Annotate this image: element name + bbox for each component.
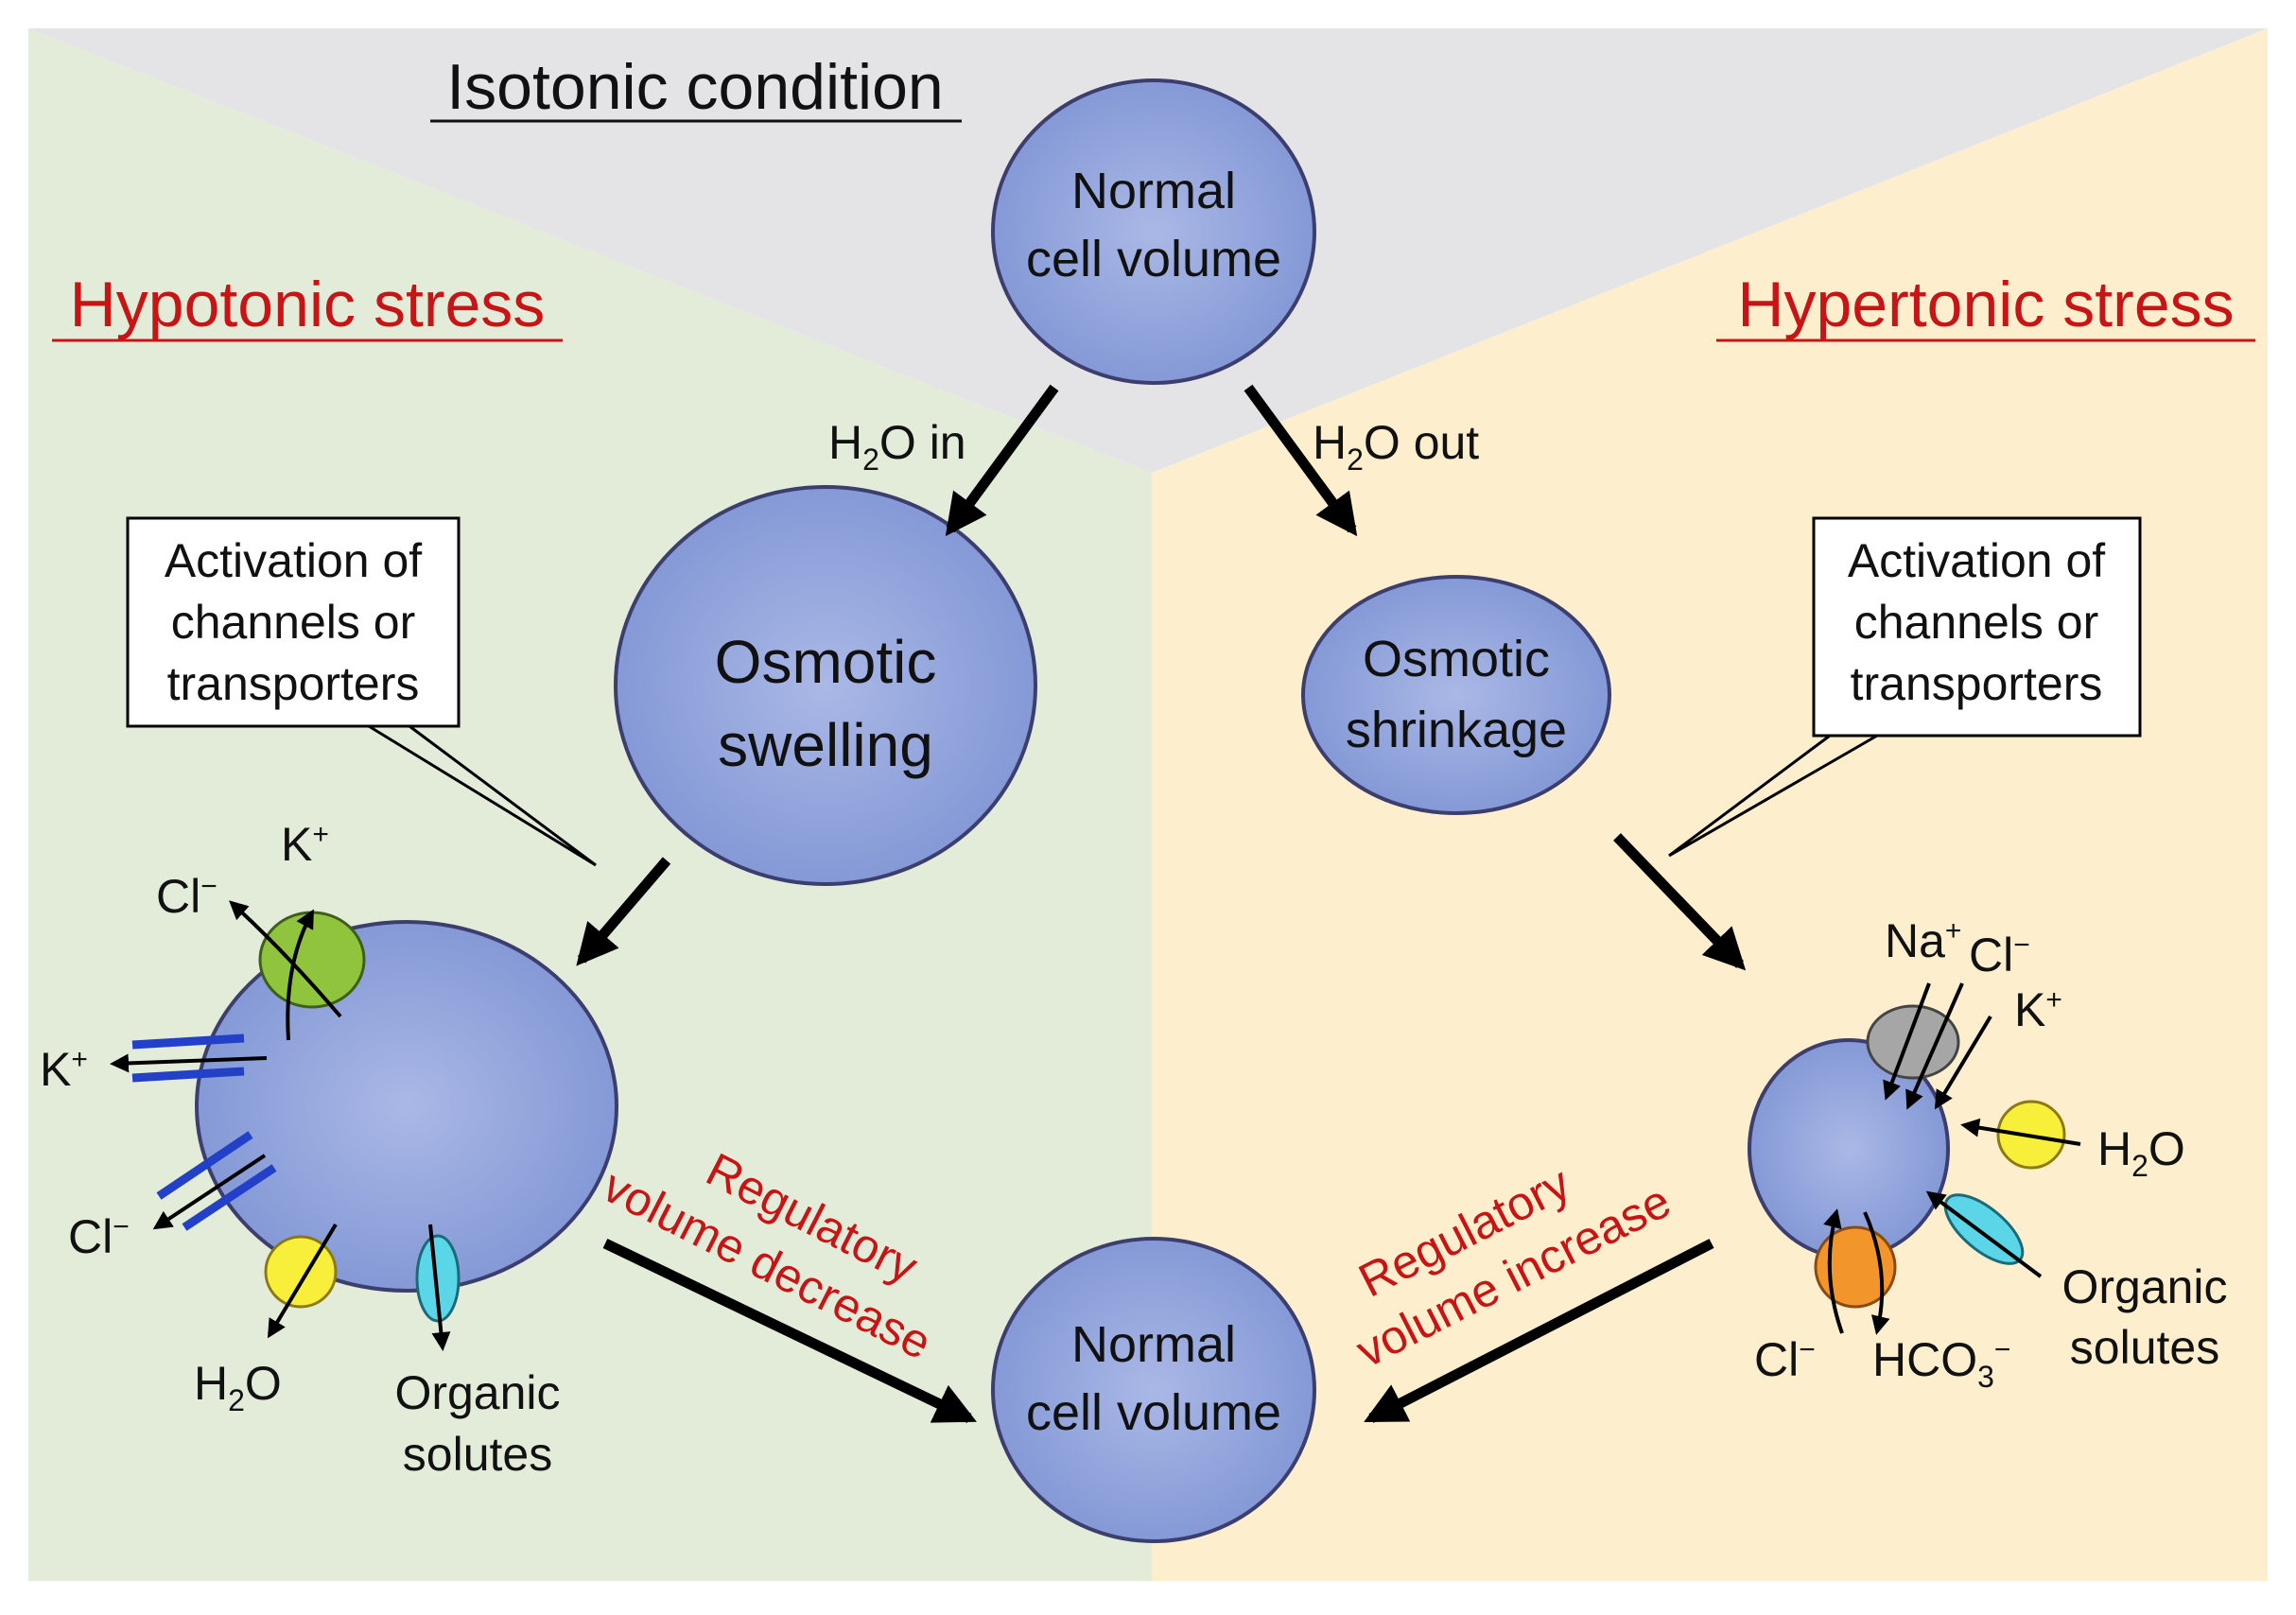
anion-exchanger bbox=[1814, 1208, 1897, 1335]
arrow-regulatory-increase bbox=[1364, 1239, 1714, 1423]
osmotic-swelling-line1: Osmotic bbox=[715, 628, 937, 696]
k-channel bbox=[110, 1033, 268, 1083]
kcl-cl-label: Cl− bbox=[156, 870, 217, 923]
kcl-k-label: K+ bbox=[281, 818, 329, 871]
water-out-label: H2O out bbox=[1313, 416, 1479, 477]
water-in-label: H2O in bbox=[828, 416, 966, 477]
normal-cell-bottom-line1: Normal bbox=[1071, 1316, 1236, 1373]
aquaporin-hypertonic bbox=[1960, 1100, 2081, 1170]
normal-cell-top-line1: Normal bbox=[1071, 163, 1236, 219]
hypotonic-water-label: H2O bbox=[194, 1357, 282, 1417]
nkcc-k-label: K+ bbox=[2014, 983, 2062, 1036]
hypertonic-title: Hypertonic stress bbox=[1737, 269, 2234, 340]
arrow-water-out bbox=[1244, 384, 1358, 537]
hypotonic-organic-line1: Organic bbox=[394, 1366, 560, 1419]
osmotic-shrinkage-line2: shrinkage bbox=[1346, 702, 1567, 758]
aquaporin-hypotonic bbox=[264, 1223, 338, 1339]
k-efflux-label: K+ bbox=[40, 1043, 88, 1096]
callout-left-line3: transporters bbox=[167, 657, 420, 710]
arrow-swelling-to-response bbox=[576, 857, 671, 966]
normal-cell-bottom: Normal cell volume bbox=[991, 1237, 1316, 1543]
nkcc-cotransporter bbox=[1866, 982, 1992, 1110]
callout-right: Activation of channels or transporters bbox=[1668, 516, 2142, 858]
osmotic-swelling-cell: Osmotic swelling bbox=[614, 485, 1037, 886]
cl-efflux-label: Cl− bbox=[68, 1210, 130, 1263]
cl-channel bbox=[152, 1131, 277, 1231]
callout-left-line1: Activation of bbox=[165, 534, 422, 587]
nkcc-cl-label: Cl− bbox=[1969, 929, 2030, 981]
hypertonic-region bbox=[1152, 28, 2268, 1581]
hypertonic-organic-line2: solutes bbox=[2070, 1321, 2219, 1374]
osmotic-shrinkage-cell: Osmotic shrinkage bbox=[1301, 575, 1611, 815]
normal-cell-top-line2: cell volume bbox=[1026, 231, 1281, 287]
hypertonic-water-label: H2O bbox=[2097, 1122, 2185, 1183]
callout-right-line3: transporters bbox=[1851, 657, 2103, 710]
arrow-regulatory-decrease bbox=[602, 1239, 977, 1423]
exchanger-bicarbonate-label: HCO3− bbox=[1872, 1333, 2010, 1394]
isotonic-title: Isotonic condition bbox=[446, 51, 943, 123]
hypotonic-organic-line2: solutes bbox=[403, 1428, 552, 1481]
osmotic-shrinkage-line1: Osmotic bbox=[1363, 631, 1550, 687]
organic-solute-transporter-hypertonic bbox=[1925, 1190, 2043, 1278]
arrow-water-in bbox=[945, 384, 1059, 537]
hypertonic-organic-line1: Organic bbox=[2061, 1260, 2227, 1313]
normal-cell-bottom-line2: cell volume bbox=[1026, 1384, 1281, 1441]
callout-left-line2: channels or bbox=[171, 596, 416, 649]
callout-right-line2: channels or bbox=[1854, 596, 2099, 649]
organic-solute-transporter-hypotonic bbox=[415, 1224, 461, 1351]
hypotonic-regulating-cell bbox=[195, 920, 618, 1293]
hypotonic-title: Hypotonic stress bbox=[70, 269, 546, 340]
arrow-shrinkage-to-response bbox=[1613, 833, 1747, 971]
callout-left: Activation of channels or transporters bbox=[126, 516, 597, 867]
exchanger-cl-label: Cl− bbox=[1754, 1333, 1816, 1386]
normal-cell-top: Normal cell volume bbox=[991, 78, 1316, 385]
osmotic-swelling-line2: swelling bbox=[718, 711, 933, 779]
callout-right-line1: Activation of bbox=[1848, 534, 2105, 587]
nkcc-na-label: Na+ bbox=[1885, 914, 1961, 967]
kcl-cotransporter bbox=[229, 900, 366, 1041]
